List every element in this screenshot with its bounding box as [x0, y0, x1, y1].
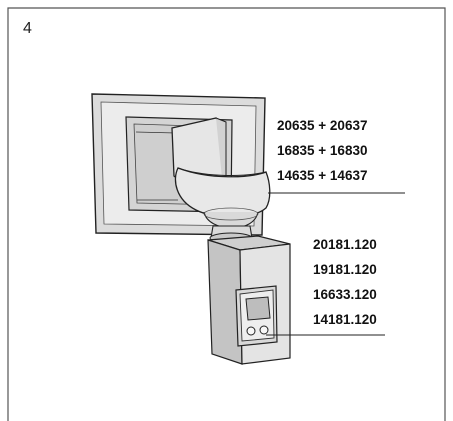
- plug-module: [207, 235, 291, 365]
- lower-code-1: 20181.120: [313, 237, 377, 252]
- upper-code-3: 14635 + 14637: [277, 168, 368, 183]
- step-number: 4: [23, 20, 32, 37]
- sensor-head: [171, 117, 271, 229]
- lower-code-2: 19181.120: [313, 262, 377, 277]
- upper-code-1: 20635 + 20637: [277, 118, 368, 133]
- upper-code-2: 16835 + 16830: [277, 143, 368, 158]
- lower-code-4: 14181.120: [313, 312, 377, 327]
- panel-border: [7, 7, 446, 421]
- lower-code-3: 16633.120: [313, 287, 377, 302]
